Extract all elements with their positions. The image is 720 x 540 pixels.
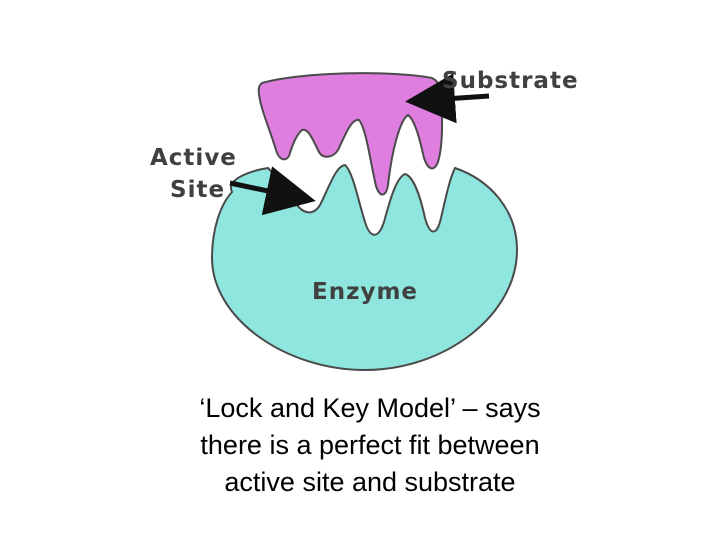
caption-line-1: ‘Lock and Key Model’ – says	[199, 393, 541, 423]
enzyme-shape	[210, 163, 519, 372]
caption: ‘Lock and Key Model’ – says there is a p…	[110, 390, 630, 501]
enzyme-label: Enzyme	[312, 279, 418, 305]
substrate-label: Substrate	[442, 68, 579, 94]
substrate-arrow	[405, 73, 490, 124]
active-site-arrow	[229, 166, 316, 216]
active-site-label-line2: Site	[170, 177, 225, 203]
caption-line-3: active site and substrate	[224, 467, 516, 497]
active-site-label-line1: Active	[150, 145, 237, 171]
caption-line-2: there is a perfect fit between	[200, 430, 540, 460]
